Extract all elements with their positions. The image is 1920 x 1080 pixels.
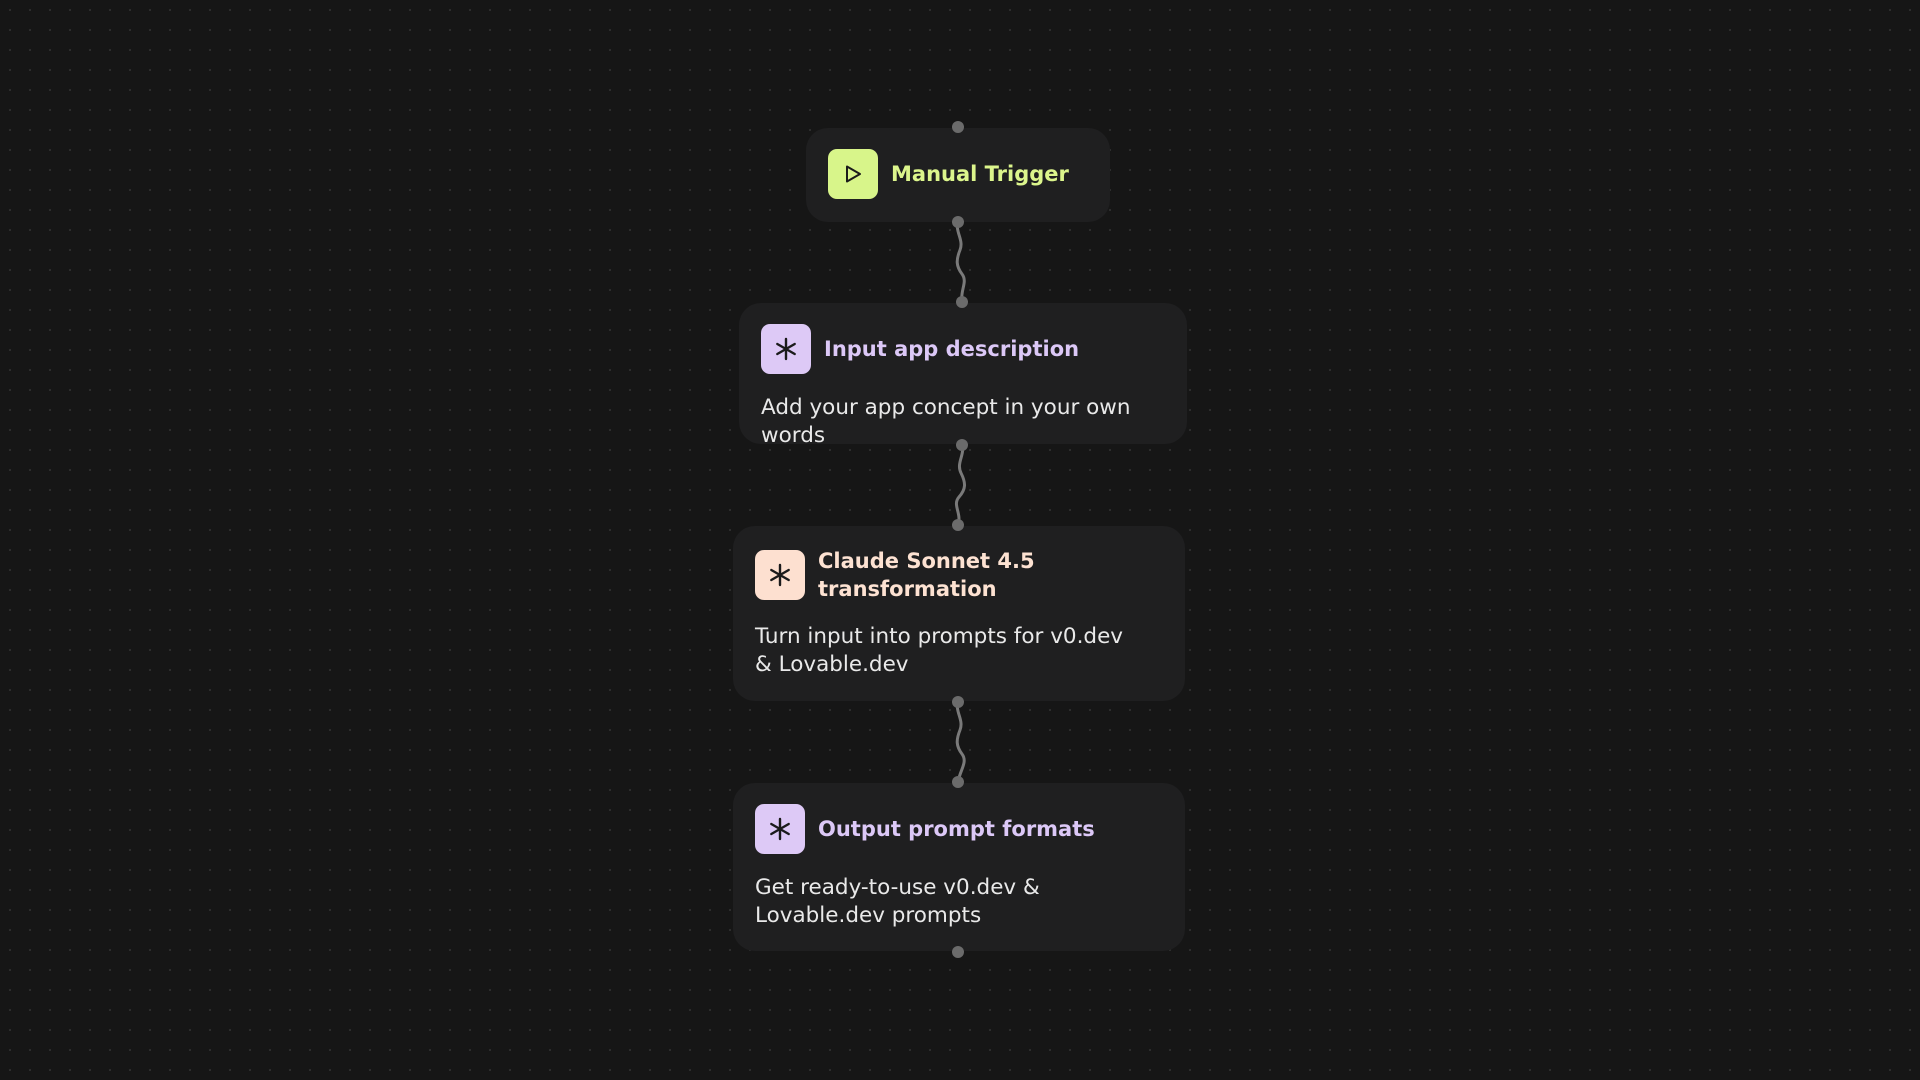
wire-trigger-to-input bbox=[955, 220, 966, 304]
node-header: Input app description bbox=[761, 324, 1165, 374]
node-description: Turn input into prompts for v0.dev & Lov… bbox=[755, 624, 1124, 677]
handle-output-in[interactable] bbox=[952, 776, 964, 788]
node-manual-trigger[interactable]: Manual Trigger bbox=[806, 128, 1110, 222]
handle-input-in[interactable] bbox=[956, 296, 968, 308]
asterisk-icon bbox=[761, 324, 811, 374]
play-icon bbox=[828, 149, 878, 199]
node-input-app-description[interactable]: Input app description Add your app conce… bbox=[739, 303, 1187, 448]
node-description: Add your app concept in your own words bbox=[761, 395, 1131, 448]
handle-claude-in[interactable] bbox=[952, 519, 964, 531]
node-header: Claude Sonnet 4.5 transformation bbox=[755, 547, 1163, 603]
node-title: Output prompt formats bbox=[818, 817, 1095, 841]
node-output-prompt-formats[interactable]: Output prompt formats Get ready-to-use v… bbox=[733, 783, 1185, 951]
node-header: Output prompt formats bbox=[755, 804, 1163, 854]
wire-input-to-claude bbox=[954, 443, 966, 527]
handle-claude-out[interactable] bbox=[952, 696, 964, 708]
node-description: Get ready-to-use v0.dev & Lovable.dev pr… bbox=[755, 875, 1040, 928]
wire-claude-to-output bbox=[955, 700, 966, 784]
asterisk-icon bbox=[755, 804, 805, 854]
node-claude-transformation[interactable]: Claude Sonnet 4.5 transformation Turn in… bbox=[733, 526, 1185, 701]
node-title: Input app description bbox=[824, 337, 1080, 361]
handle-trigger-in[interactable] bbox=[952, 121, 964, 133]
handle-input-out[interactable] bbox=[956, 439, 968, 451]
handle-trigger-out[interactable] bbox=[952, 216, 964, 228]
node-title: Manual Trigger bbox=[891, 162, 1069, 186]
asterisk-icon bbox=[755, 550, 805, 600]
node-title: Claude Sonnet 4.5 transformation bbox=[818, 549, 1035, 601]
node-header: Manual Trigger bbox=[828, 149, 1088, 199]
handle-output-out[interactable] bbox=[952, 946, 964, 958]
